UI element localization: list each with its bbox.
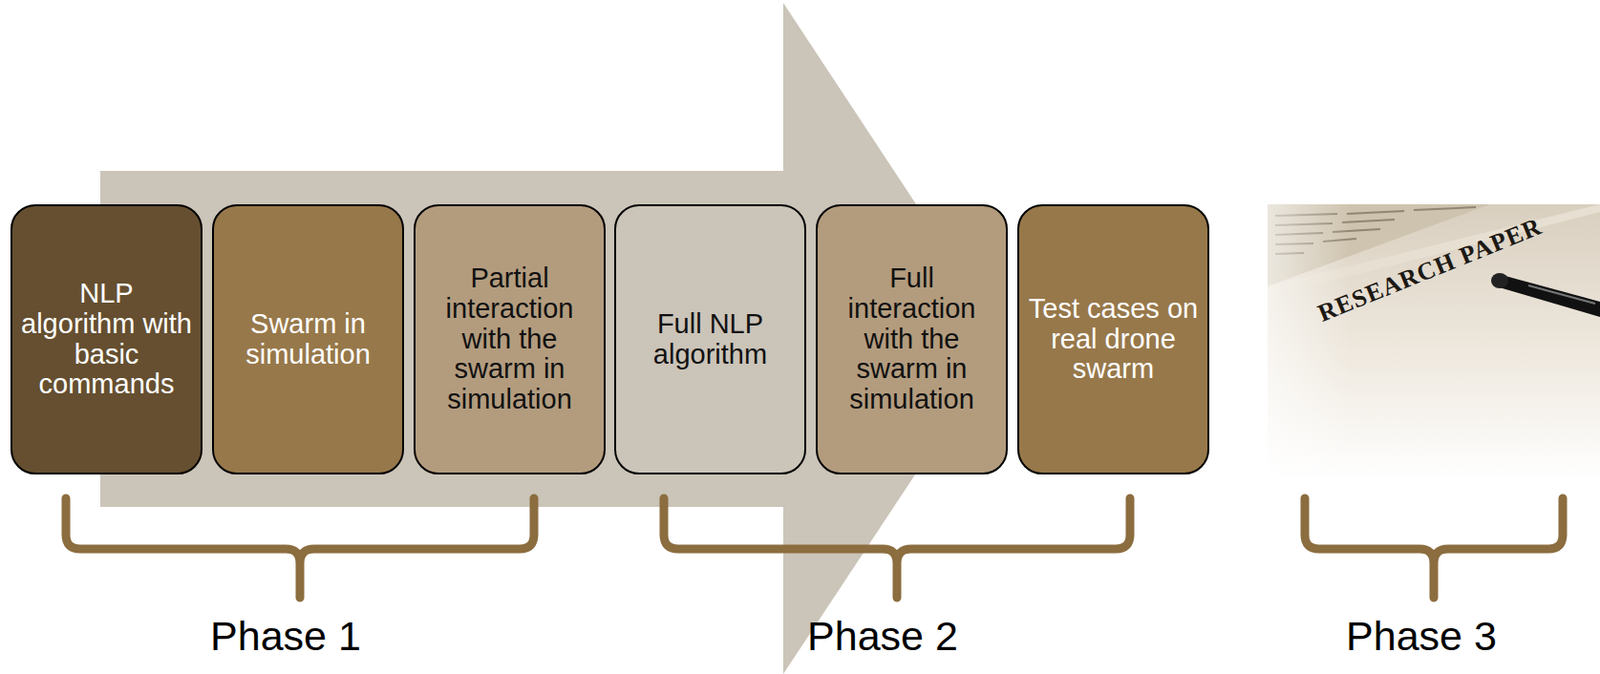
- phase-label: Phase 1: [210, 613, 362, 661]
- box-text: Full NLP algorithm: [623, 309, 797, 371]
- box-text: Test cases on real drone swarm: [1026, 294, 1200, 386]
- process-arrow: [100, 2, 1005, 674]
- box-text: NLP algorithm with basic commands: [20, 278, 193, 402]
- process-box: Swarm in simulation: [212, 204, 405, 475]
- box-text: Full interaction with the swarm in simul…: [825, 263, 999, 416]
- phase-label: Phase 2: [807, 613, 959, 661]
- process-box: Full NLP algorithm: [614, 204, 807, 475]
- process-box: Full interaction with the swarm in simul…: [815, 204, 1008, 475]
- research-paper-photo: [1267, 204, 1600, 480]
- process-box: Test cases on real drone swarm: [1017, 204, 1210, 475]
- process-box: NLP algorithm with basic commands: [10, 204, 203, 475]
- box-text: Swarm in simulation: [221, 309, 395, 371]
- phase-label: Phase 3: [1345, 613, 1497, 661]
- process-box: Partial interaction with the swarm in si…: [413, 204, 606, 475]
- box-text: Partial interaction with the swarm in si…: [423, 263, 597, 416]
- phase-bracket: [65, 498, 1563, 598]
